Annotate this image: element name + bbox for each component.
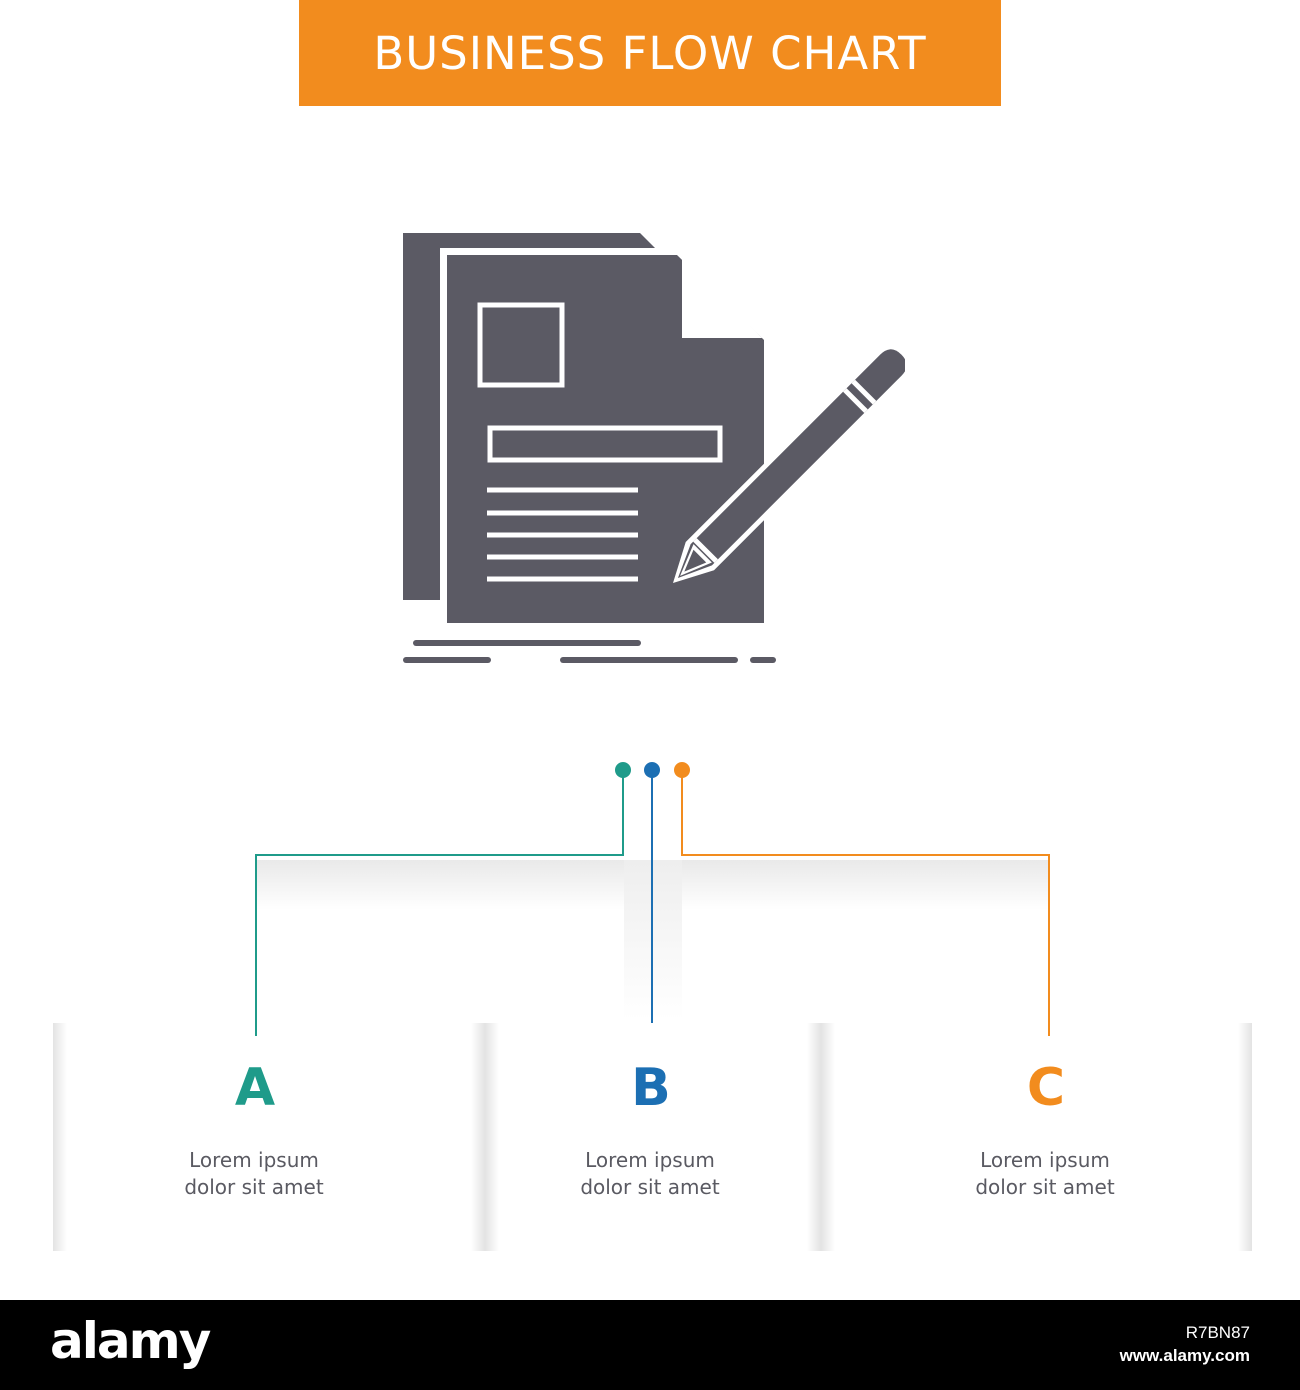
title-banner: BUSINESS FLOW CHART [299, 0, 1001, 106]
connector-dot-c [674, 762, 690, 778]
connector-dot-b [644, 762, 660, 778]
site-url: www.alamy.com [1119, 1346, 1250, 1365]
panel-b-edge-left [485, 1023, 499, 1251]
footer-bar [0, 1300, 1300, 1390]
step-a-text: Lorem ipsum dolor sit amet [134, 1147, 374, 1201]
connector-a [255, 771, 624, 1036]
step-a-line1: Lorem ipsum [189, 1148, 319, 1172]
panel-c-edge-right [1238, 1023, 1252, 1251]
contract-sign-icon [403, 233, 905, 663]
page-title: BUSINESS FLOW CHART [373, 26, 927, 80]
connector-c [681, 771, 1050, 1036]
panel-b-edge-right [807, 1023, 821, 1251]
flow-connectors [255, 762, 1050, 1036]
step-a-letter: A [234, 1058, 276, 1118]
step-b-line1: Lorem ipsum [585, 1148, 715, 1172]
step-c-text: Lorem ipsum dolor sit amet [925, 1147, 1165, 1201]
step-b-text: Lorem ipsum dolor sit amet [530, 1147, 770, 1201]
step-a-line2: dolor sit amet [184, 1175, 324, 1199]
panel-a-edge-right [471, 1023, 485, 1251]
panel-c-edge-left [821, 1023, 835, 1251]
panel-a-edge-left [53, 1023, 67, 1251]
step-b-line2: dolor sit amet [580, 1175, 720, 1199]
step-c-line1: Lorem ipsum [980, 1148, 1110, 1172]
step-b-letter: B [631, 1058, 671, 1118]
step-c-letter: C [1026, 1058, 1066, 1118]
connector-shade-right [682, 860, 1050, 910]
connector-shade-left [256, 860, 624, 910]
connector-dot-a [615, 762, 631, 778]
step-c-line2: dolor sit amet [975, 1175, 1115, 1199]
brand-logo: alamy [50, 1312, 211, 1370]
image-id: R7BN87 [1185, 1323, 1250, 1342]
